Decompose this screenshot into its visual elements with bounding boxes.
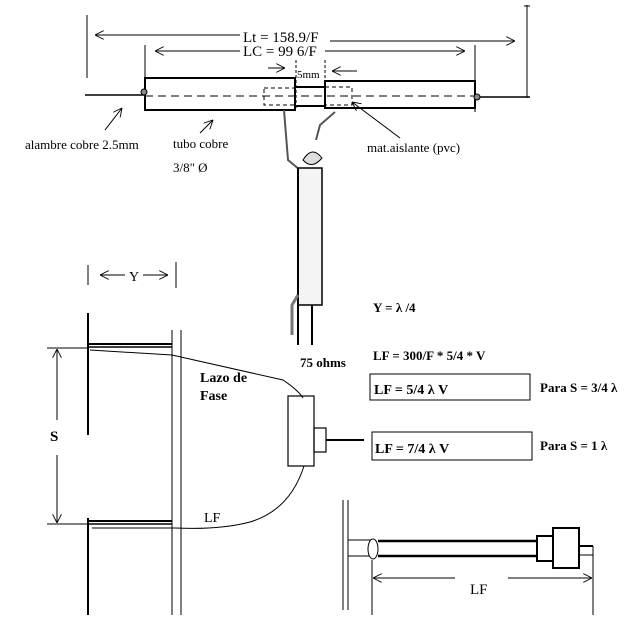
lf-dim-label: LF [470, 582, 488, 598]
insulator-label: mat.aislante (pvc) [367, 140, 460, 155]
gap-label: 5mm [297, 69, 320, 81]
lc-label: LC = 99 6/F [243, 44, 317, 60]
y-dim-label: Y [129, 270, 139, 285]
tube-label-1: tubo cobre [173, 136, 228, 151]
lf-curve-label: LF [204, 511, 221, 526]
impedance-label: 75 ohms [300, 355, 346, 370]
phase-loop-label-1: Lazo de [200, 371, 247, 386]
box1-note: Para S = 3/4 λ [540, 380, 618, 395]
tube-label-2: 3/8" Ø [173, 160, 208, 175]
wire-label: alambre cobre 2.5mm [25, 137, 139, 152]
box2-note: Para S = 1 λ [540, 438, 608, 453]
box1-formula: LF = 5/4 λ V [374, 383, 448, 398]
phased-array [47, 262, 533, 615]
box2-formula: LF = 7/4 λ V [375, 442, 449, 457]
phase-loop-label-2: Fase [200, 389, 227, 404]
coax-detail [342, 500, 594, 615]
lt-label: Lt = 158.9/F [243, 30, 319, 46]
formula-y: Y = λ /4 [373, 300, 416, 315]
s-dim-label: S [50, 429, 58, 445]
dipole-top [85, 5, 530, 345]
formula-lf: LF = 300/F * 5/4 * V [373, 348, 486, 363]
